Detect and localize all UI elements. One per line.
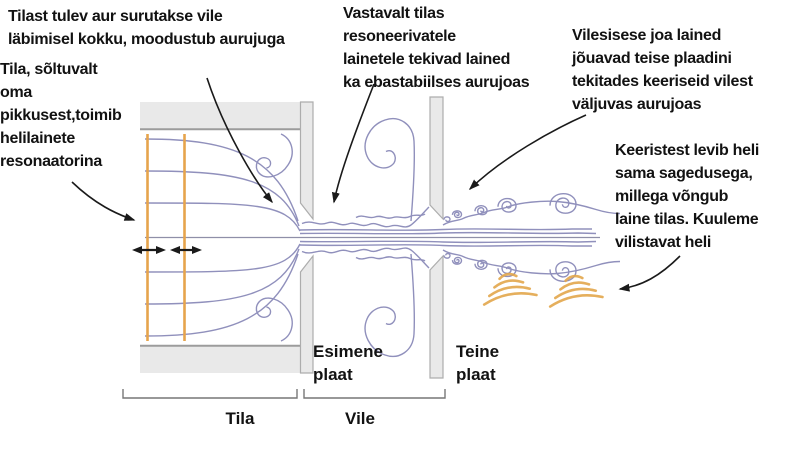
second-plate bbox=[429, 96, 444, 221]
jet-stream-lines bbox=[299, 228, 597, 235]
note-vortex-generation: Vilesisese joa lained jõuavad teise plaa… bbox=[572, 27, 753, 113]
pipe-corner-vortex bbox=[255, 133, 293, 178]
note-resonator: Tila, sõltuvalt oma pikkusest,toimib hel… bbox=[0, 61, 122, 170]
annotation-arrow-vortices bbox=[468, 114, 587, 191]
annotation-arrow-waves bbox=[331, 83, 375, 204]
vortex-spirals bbox=[443, 193, 577, 223]
standing-wave-lines bbox=[146, 134, 186, 341]
inter-plate-vortex bbox=[364, 118, 415, 222]
sound-wave-arcs-1 bbox=[482, 272, 538, 306]
note-steam-compression: Tilast tulev aur surutakse vile läbimise… bbox=[8, 8, 285, 48]
sound-wave-arcs-2 bbox=[548, 274, 604, 308]
oscillation-arrows bbox=[132, 246, 202, 254]
vortex-street-line bbox=[442, 200, 621, 226]
label-first-plate: Esimene plaat bbox=[313, 342, 383, 384]
first-plate bbox=[299, 101, 314, 221]
label-tila: Tila bbox=[225, 409, 255, 428]
pipe-streamlines bbox=[144, 138, 301, 232]
label-second-plate: Teine plaat bbox=[456, 342, 500, 384]
unstable-jet-shear-layer bbox=[301, 206, 430, 228]
annotation-arrow-resonator bbox=[71, 181, 136, 221]
annotation-arrow-sound bbox=[618, 255, 681, 292]
note-unstable-jet-waves: Vastavalt tilas resoneerivatele lainetel… bbox=[343, 5, 530, 91]
bracket-vile bbox=[303, 389, 446, 399]
annotation-arrow-compress bbox=[206, 77, 273, 204]
label-vile: Vile bbox=[345, 409, 375, 428]
bracket-tila bbox=[122, 389, 298, 399]
note-sound-emission: Keeristest levib heli sama sagedusega, m… bbox=[615, 142, 759, 251]
